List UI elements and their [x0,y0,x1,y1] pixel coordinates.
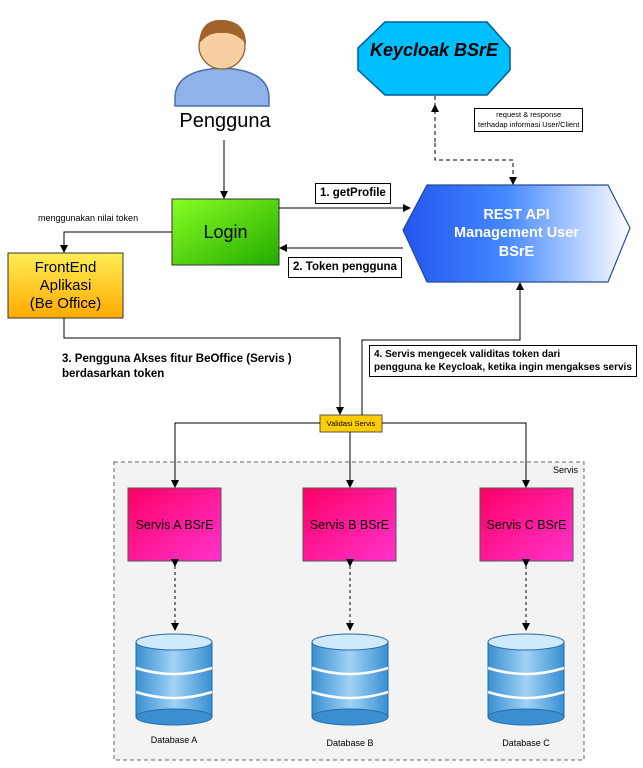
edge-validasi-rest [361,282,524,415]
login-label: Login [203,221,248,242]
rest-api-line2: Management User [454,225,579,242]
step-3-label: 3. Pengguna Akses fitur BeOffice (Servis… [62,352,292,382]
database-a-label: Database A [150,735,198,745]
keycloak-label: Keycloak BSrE [369,39,499,60]
service-box-a [127,487,222,562]
database-a-icon [135,633,213,726]
step-3-line2: berdasarkan token [62,367,165,380]
edge-keycloak-rest-lower [434,143,517,185]
keycloak-link-note: request & response terhadap informasi Us… [474,108,584,133]
frontend-line2: Aplikasi [39,276,92,294]
token-note: menggunakan nilai token [38,213,139,223]
database-b-icon [311,633,389,726]
database-c-icon [487,633,565,726]
servis-group-label: Servis [553,465,579,475]
service-a-label: Servis A BSrE [135,517,214,532]
keycloak-node [357,21,511,96]
service-c-label: Servis C BSrE [486,517,567,532]
step-3-line1: 3. Pengguna Akses fitur BeOffice (Servis… [62,353,292,365]
step-4-line2: pengguna ke Keycloak, ketika ingin menga… [374,362,632,373]
keycloak-note-line2: terhadap informasi User/Client [478,120,580,130]
rest-api-line1: REST API [483,207,550,224]
validasi-label: Validasi Servis [326,419,376,428]
edge-validasi-servis-c [382,422,530,488]
edge-frontend-validasi [63,318,344,415]
edge-login-frontend [60,231,172,253]
frontend-box [7,252,124,319]
edge-validasi-servis-a [171,422,320,488]
service-b-label: Servis B BSrE [309,517,390,532]
step-1-label: 1. getProfile [315,183,391,204]
frontend-line3: (Be Office) [29,294,102,312]
frontend-line1: FrontEnd [34,258,97,276]
step-4-label: 4. Servis mengecek validitas token dari … [369,345,637,377]
database-c-label: Database C [502,738,550,748]
rest-api-node [402,184,631,283]
keycloak-arrowhead [431,104,439,112]
step-4-line1: 4. Servis mengecek validitas token dari [374,349,561,360]
database-b-label: Database B [326,738,374,748]
keycloak-note-line1: request & response [496,110,562,119]
rest-api-label: REST API Management User BSrE [403,185,630,282]
frontend-label: FrontEnd Aplikasi (Be Office) [8,253,123,318]
step-2-label: 2. Token pengguna [288,257,402,278]
user-label: Pengguna [179,110,271,132]
user-icon [174,19,270,107]
rest-api-line3: BSrE [498,243,535,260]
